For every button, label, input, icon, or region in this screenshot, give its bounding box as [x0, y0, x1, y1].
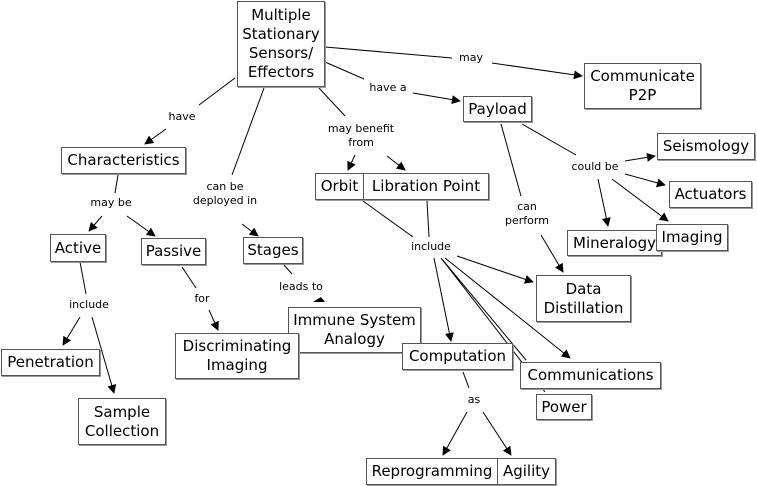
- node-payload[interactable]: Payload: [463, 96, 532, 122]
- edge-for-discriminating: [208, 309, 219, 331]
- link-label-as[interactable]: as: [465, 393, 483, 407]
- edge-include-distillation: [456, 255, 534, 284]
- edge-may-be-active: [88, 215, 103, 232]
- node-passive[interactable]: Passive: [141, 238, 206, 265]
- edge-include-sample: [91, 316, 117, 394]
- node-communicate-p2p[interactable]: Communicate P2P: [584, 63, 701, 109]
- edge-passive-for: [181, 266, 197, 289]
- node-agility[interactable]: Agility: [497, 458, 556, 485]
- node-stages[interactable]: Stages: [243, 237, 303, 264]
- node-data-distillation[interactable]: Data Distillation: [536, 275, 631, 322]
- edge-may-p2p: [491, 62, 583, 80]
- edge-libration-include: [426, 200, 430, 238]
- node-imaging[interactable]: Imaging: [656, 224, 728, 251]
- node-power[interactable]: Power: [536, 394, 592, 420]
- link-label-may-be[interactable]: may be: [88, 196, 134, 210]
- node-discriminating-imaging[interactable]: Discriminating Imaging: [175, 333, 299, 379]
- edge-mss-deployed: [231, 87, 265, 176]
- edge-deployed-stages: [241, 223, 259, 237]
- node-libration-point[interactable]: Libration Point: [363, 173, 489, 200]
- edge-leads-to-immune-arrowhead: [313, 297, 325, 302]
- node-reprogramming[interactable]: Reprogramming: [366, 458, 498, 485]
- edge-as-agility: [482, 411, 512, 456]
- edge-mss-benefit: [318, 87, 346, 117]
- edge-may-be-passive: [126, 215, 156, 237]
- node-immune-system-analogy[interactable]: Immune System Analogy: [288, 307, 421, 353]
- node-characteristics[interactable]: Characteristics: [61, 147, 186, 174]
- edge-computation-as: [462, 371, 470, 389]
- edge-could-be-seismology: [624, 152, 656, 162]
- node-seismology[interactable]: Seismology: [657, 133, 755, 160]
- edge-benefit-orbit: [347, 154, 356, 171]
- edge-could-be-mineralogy: [597, 178, 611, 227]
- link-label-include-active[interactable]: include: [67, 298, 111, 312]
- node-penetration[interactable]: Penetration: [1, 349, 100, 376]
- edge-mss-have: [198, 77, 236, 106]
- link-label-can-perform[interactable]: can perform: [503, 200, 551, 228]
- edge-benefit-libration: [386, 155, 406, 171]
- node-orbit[interactable]: Orbit: [315, 173, 364, 200]
- edge-as-reprogramming: [442, 411, 468, 456]
- edge-orbit-include: [362, 200, 414, 238]
- edge-mss-may: [324, 46, 453, 59]
- edge-include-communications: [444, 257, 571, 359]
- link-label-may-benefit-from[interactable]: may benefit from: [325, 122, 397, 150]
- node-computation[interactable]: Computation: [402, 343, 513, 370]
- node-actuators[interactable]: Actuators: [669, 181, 752, 208]
- edge-have-a-payload: [412, 92, 461, 105]
- node-active[interactable]: Active: [50, 234, 106, 262]
- edge-could-be-actuators: [624, 173, 666, 188]
- link-label-for[interactable]: for: [192, 292, 212, 306]
- link-label-have[interactable]: have: [166, 110, 198, 124]
- edge-payload-could-be: [521, 123, 577, 156]
- node-communications[interactable]: Communications: [520, 362, 661, 389]
- edge-include-computation: [433, 257, 454, 342]
- edge-have-characteristics: [144, 128, 167, 145]
- link-label-include-orbit[interactable]: include: [409, 240, 453, 254]
- edge-characteristics-may-be: [114, 174, 119, 194]
- node-sample-collection[interactable]: Sample Collection: [78, 398, 166, 445]
- link-label-leads-to[interactable]: leads to: [277, 280, 325, 294]
- edge-payload-can-perform: [500, 123, 522, 197]
- node-mineralogy[interactable]: Mineralogy: [567, 230, 662, 256]
- link-label-have-a[interactable]: have a: [367, 81, 409, 95]
- link-label-may[interactable]: may: [457, 51, 485, 65]
- link-label-can-be-deployed-in[interactable]: can be deployed in: [190, 180, 260, 208]
- edge-mss-have-a: [324, 61, 365, 80]
- edge-could-be-imaging: [611, 178, 669, 222]
- edge-can-perform-distillation: [540, 234, 564, 273]
- edge-include-penetration: [62, 316, 81, 346]
- edge-stages-leads-to: [283, 264, 293, 275]
- node-multiple-stationary-sensors[interactable]: Multiple Stationary Sensors/ Effectors: [237, 1, 325, 87]
- edge-active-include: [79, 261, 87, 295]
- link-label-could-be[interactable]: could be: [569, 160, 621, 174]
